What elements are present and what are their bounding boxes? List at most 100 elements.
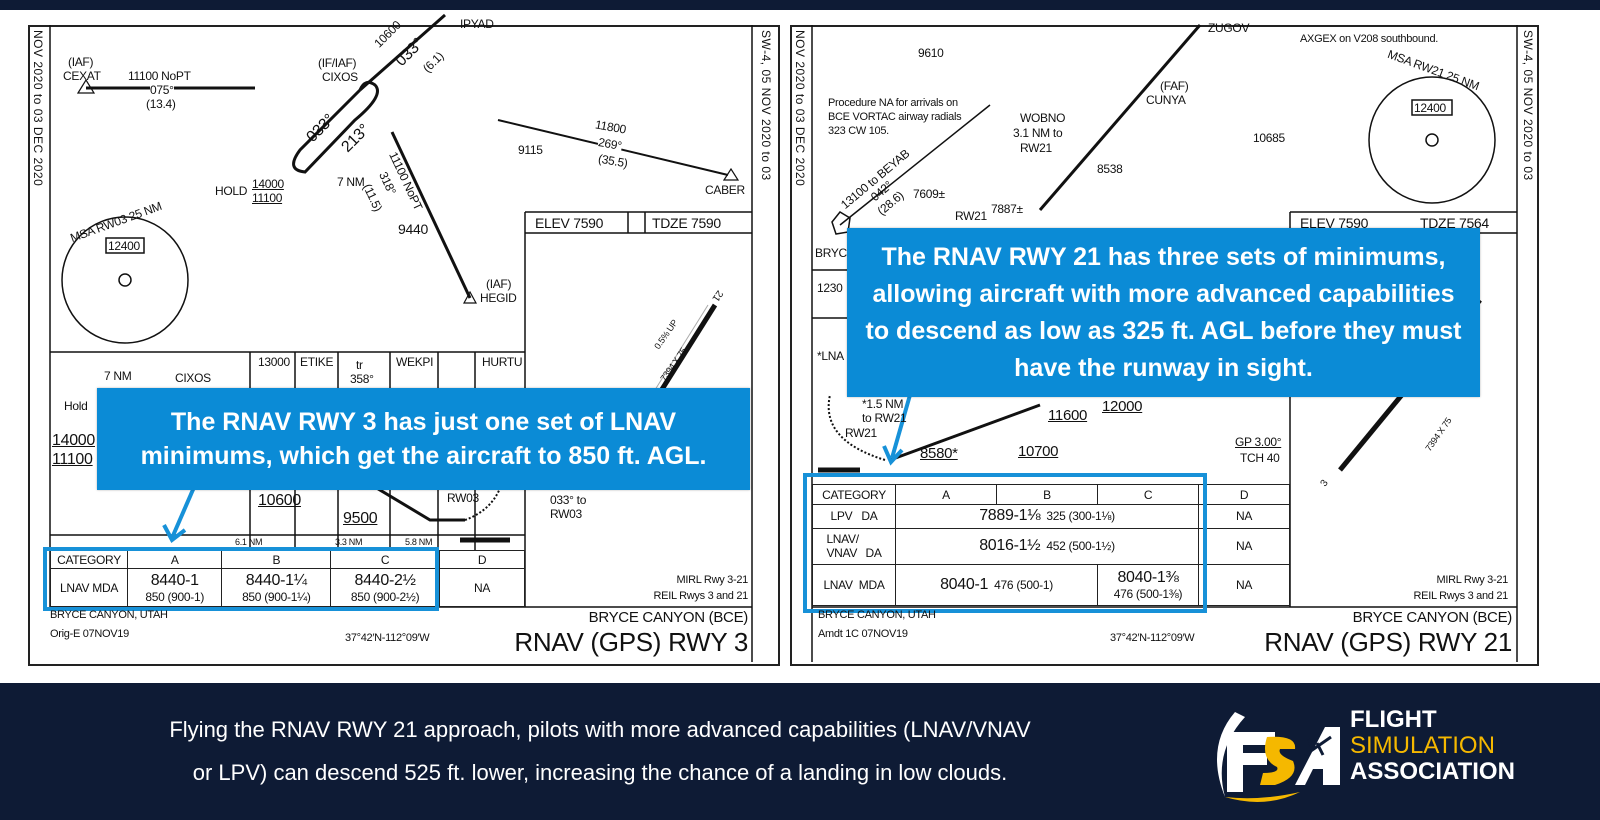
abc-minimum: 7889-1⅛ 325 (300-1⅛) [895, 504, 1199, 529]
profile-alt-11600: 11600 [1048, 407, 1088, 424]
mda-value: 8040-1⅜ [1117, 568, 1179, 586]
mda-value: 8440-2½ [354, 571, 416, 589]
cat-d-header: D [1198, 484, 1290, 505]
tdze-text: TDZE [652, 215, 688, 231]
logo-word-association: ASSOCIATION [1350, 758, 1515, 785]
ipyad-fix-label: IPYAD [460, 17, 494, 31]
agl-value: 850 (900-1¼) [242, 589, 311, 604]
hold-max-altitude: 14000 [252, 177, 284, 191]
footer-line-1: Flying the RNAV RWY 21 approach, pilots … [169, 717, 1031, 742]
profile-alt-10700: 10700 [1018, 443, 1059, 460]
agl-value: 325 (300-1⅛) [1046, 509, 1115, 524]
spot-elevation-8538: 8538 [1097, 162, 1123, 176]
airport-name: BRYCE CANYON (BCE) [588, 609, 749, 626]
field-elevation-label: ELEV 7590 [1300, 215, 1368, 231]
lighting-reil: REIL Rwys 3 and 21 [653, 590, 749, 602]
zugov-fix-label: ZUGOV [1208, 21, 1250, 35]
right-minimums-table: CATEGORY A B C D LPV DA 7889-1⅛ 325 (300… [812, 484, 1290, 607]
profile-alt-8580: 8580* [920, 445, 958, 462]
profile-alt-9500: 9500 [343, 510, 378, 527]
procedure-na-note-3: 323 CW 105. [828, 125, 889, 137]
profile-hurtu: HURTU [482, 355, 523, 369]
hold-label: HOLD [215, 184, 248, 198]
spot-elevation-7887: 7887± [991, 202, 1023, 216]
right-chart-effective-dates-right: SW-4, 05 NOV 2020 to 03 [1521, 30, 1535, 181]
agl-value: 476 (500-1⅜) [1113, 586, 1183, 601]
hold-min-altitude: 11100 [252, 191, 283, 205]
right-chart-effective-dates-left: NOV 2020 to 03 DEC 2020 [793, 30, 807, 187]
amendment-label: Amdt 1C 07NOV19 [818, 628, 908, 640]
cexat-course: 075° [150, 83, 174, 98]
cexat-fix-label: CEXAT [63, 69, 101, 83]
agl-value: 850 (900-2½) [350, 589, 420, 604]
wobno-fix-label: WOBNO [1020, 111, 1066, 125]
spot-elevation-10685: 10685 [1253, 131, 1285, 145]
elev-label: ELEV [1300, 215, 1335, 231]
mda-value: 8440-1 [150, 571, 199, 589]
airport-name: BRYCE CANYON (BCE) [1352, 609, 1513, 626]
wobno-distance: 3.1 NM to [1013, 126, 1063, 140]
logo-word-simulation: SIMULATION [1350, 732, 1495, 759]
hegid-iaf-label: (IAF) [486, 277, 512, 291]
cexat-iaf-label: (IAF) [68, 55, 94, 69]
profile-alt-1230: 1230 [817, 281, 843, 295]
agl-value: 476 (500-1) [994, 577, 1053, 592]
spot-elevation-9610: 9610 [918, 46, 944, 60]
profile-etike: ETIKE [300, 355, 334, 369]
category-header: CATEGORY [812, 484, 896, 505]
da-value: 7889-1⅛ [979, 507, 1041, 525]
profile-alt-10600: 10600 [258, 492, 301, 509]
cat-d-minimum: NA [1198, 563, 1290, 607]
agl-value: 452 (500-1½) [1046, 539, 1115, 554]
axgex-note: AXGEX on V208 southbound. [1300, 33, 1439, 45]
profile-dist-1: 6.1 NM [235, 537, 263, 547]
rw21-waypoint: RW21 [955, 209, 987, 223]
faf-label: (FAF) [1160, 79, 1189, 93]
amendment-label: Orig-E 07NOV19 [50, 628, 129, 640]
city-label: BRYCE CANYON, UTAH [50, 609, 168, 621]
fsa-mark-icon [1217, 712, 1340, 802]
cat-b-header: B [996, 484, 1098, 505]
abc-minimum: 8016-1½ 452 (500-1½) [895, 527, 1199, 565]
profile-alt-14000: 14000 [52, 432, 95, 449]
tdze-value: 7590 [690, 215, 721, 231]
table-row: LPV DA 7889-1⅛ 325 (300-1⅛) NA [812, 504, 1290, 529]
row-label-text: LPV [830, 509, 853, 524]
profile-dist-3: 5.8 NM [405, 537, 433, 547]
cixos-fix-label: CIXOS [322, 70, 358, 84]
mda-value: 8040-1 [940, 575, 989, 593]
left-chart-effective-dates-right: SW-4, 05 NOV 2020 to 03 [759, 30, 773, 181]
right-minimums-highlight [803, 473, 1207, 613]
row-label: LNAV MDA [812, 563, 896, 607]
left-callout-text: The RNAV RWY 3 has just one set of LNAV … [140, 408, 707, 470]
profile-vdp-distance: *1.5 NM [862, 397, 904, 411]
hegid-fix-label: HEGID [480, 291, 517, 305]
elev-label: ELEV [535, 215, 570, 231]
row-label-text: LNAV [823, 577, 853, 592]
tdze-text: TDZE [1420, 215, 1456, 231]
tdze-label: TDZE 7564 [1420, 215, 1489, 231]
procedure-title: RNAV (GPS) RWY 3 [514, 627, 748, 657]
missed-approach-fix: RW03 [550, 507, 582, 521]
profile-cixos: CIXOS [175, 371, 211, 385]
profile-tr-course: 358° [350, 372, 374, 386]
spot-elevation-7609: 7609± [913, 187, 945, 201]
airport-coordinates: 37°42′N-112°09′W [345, 632, 430, 644]
footer-line-2: or LPV) can descend 525 ft. lower, incre… [192, 760, 1008, 785]
lighting-mirl: MIRL Rwy 3-21 [1436, 574, 1509, 586]
da-value: 8016-1½ [979, 537, 1041, 555]
category-header: CATEGORY [50, 550, 128, 569]
row-label: LPV DA [812, 504, 896, 529]
row-label: LNAV/ VNAV DA [812, 527, 896, 565]
field-elevation-label: ELEV 7590 [535, 215, 603, 231]
profile-wekpi: WEKPI [396, 355, 434, 369]
table-row: LNAV/ VNAV DA 8016-1½ 452 (500-1½) NA [812, 527, 1290, 565]
profile-rw21: RW21 [845, 426, 877, 440]
row-type: MDA [858, 577, 885, 592]
msa-altitude: 12400 [1414, 101, 1446, 115]
row-type: DA [861, 509, 878, 524]
bryce-vortac-label: BRYC [815, 246, 847, 260]
